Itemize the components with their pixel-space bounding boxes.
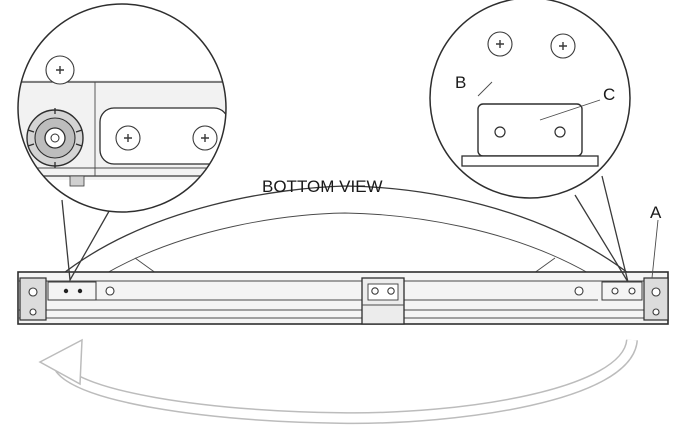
left-magnifier-pointer (61, 199, 113, 283)
rail-body (17, 271, 669, 325)
callout-a: A (650, 203, 662, 222)
left-detail-plate (99, 107, 226, 165)
bar-assembly (17, 185, 669, 325)
callout-c: C (603, 85, 615, 104)
leader-a (651, 219, 659, 279)
left-detail-magnifier (17, 3, 227, 283)
curved-rotation-arrow-icon (38, 338, 638, 425)
bracket-c (477, 103, 583, 157)
right-detail-magnifier (429, 0, 631, 283)
left-end-cap (19, 277, 47, 321)
handle-arch-inner (104, 212, 591, 275)
right-magnifier-pointer (574, 175, 629, 283)
gear-wheel-icon (26, 108, 84, 168)
leader-b (477, 81, 493, 97)
callout-b: B (455, 73, 466, 92)
leader-c (539, 99, 601, 121)
handle-arch (59, 185, 633, 277)
view-title: BOTTOM VIEW (262, 177, 383, 196)
